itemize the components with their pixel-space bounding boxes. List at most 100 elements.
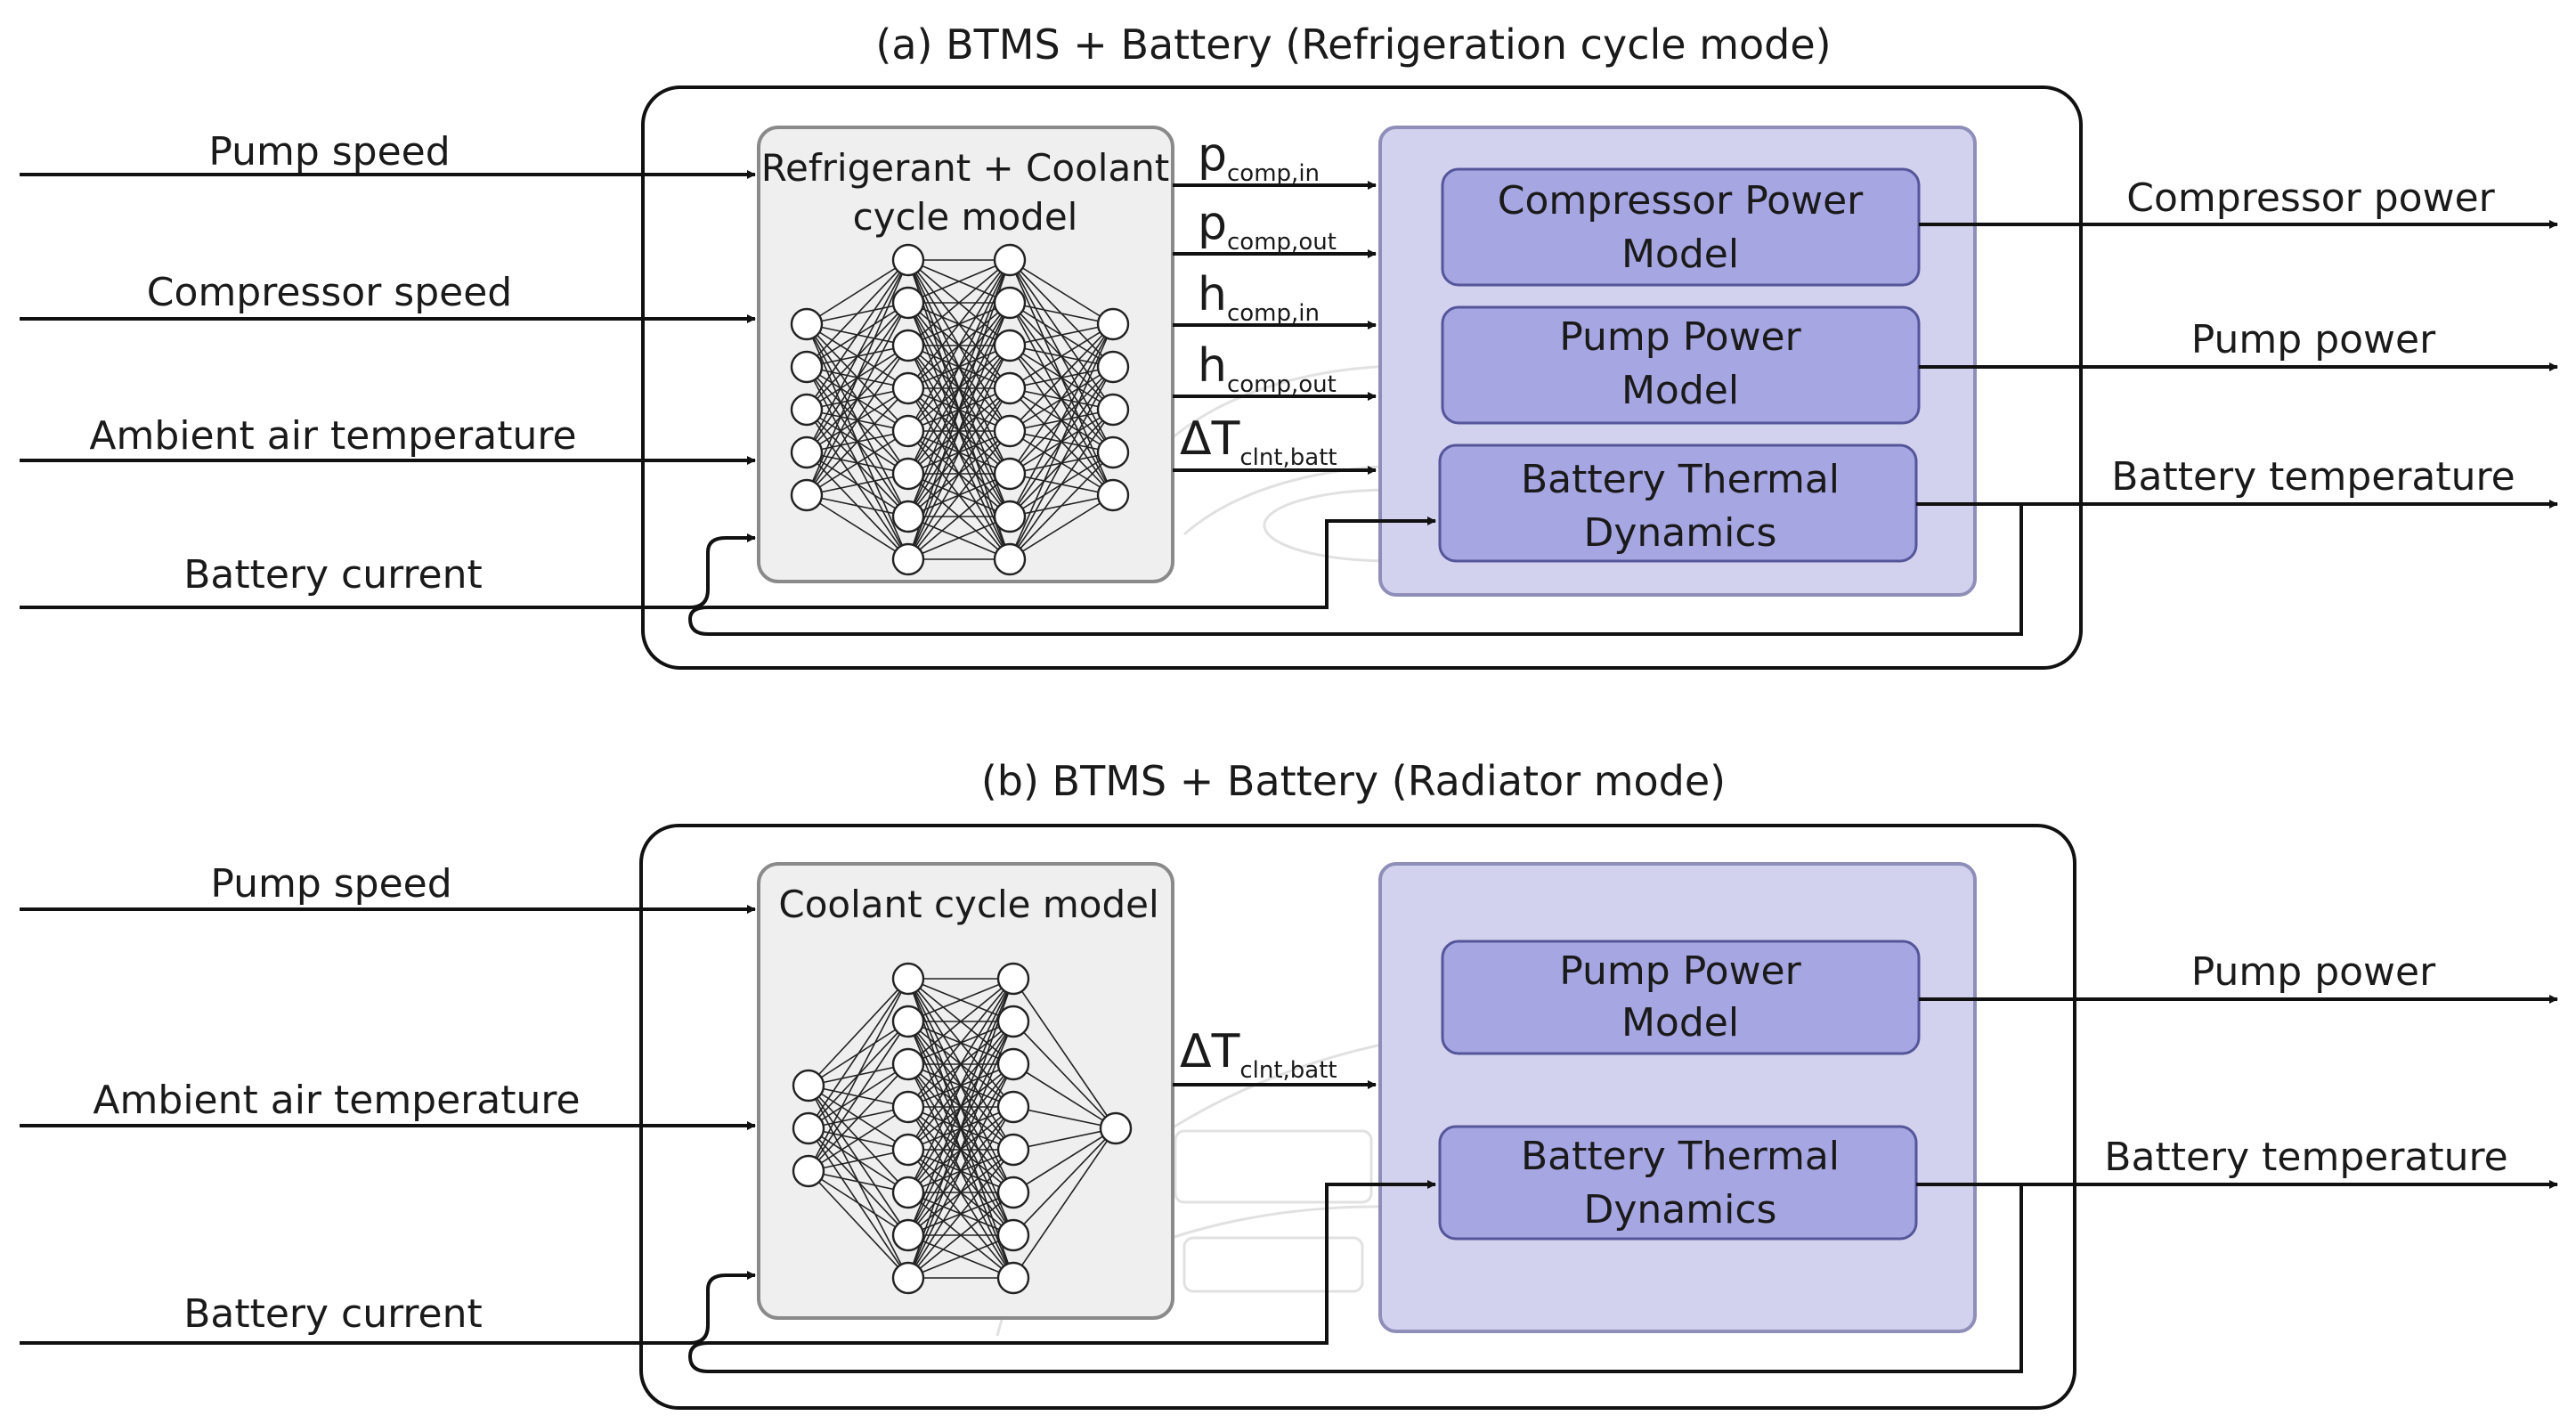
nn-connection [907, 978, 1014, 1236]
nn-node [891, 457, 925, 491]
compressor-power-model-line1: Compressor Power [1498, 178, 1864, 224]
pump-power-model-a-line1: Pump Power [1559, 314, 1801, 360]
nn-connection [1012, 1127, 1117, 1193]
nn-node [792, 1069, 825, 1103]
input-label-ambient-air-b: Ambient air temperature [93, 1078, 580, 1123]
nn-node [790, 350, 824, 384]
nn-connection [1012, 1127, 1117, 1151]
nn-node [1096, 478, 1130, 512]
panel-b-title: (b) BTMS + Battery (Radiator mode) [981, 757, 1726, 805]
nn-connection [907, 1063, 1014, 1279]
nn-connection [806, 494, 909, 560]
compressor-power-model-box [1441, 167, 1921, 287]
nn-connection [1009, 323, 1114, 346]
nn-node [891, 329, 925, 362]
nn-node [891, 962, 925, 996]
panel-a-nn-label-line2: cycle model [853, 195, 1078, 239]
feedback-loop-battery-temp-a [687, 504, 2023, 636]
nn-connection [907, 259, 1011, 389]
nn-connection [907, 516, 1011, 560]
nn-connection [1009, 323, 1114, 389]
battery-current-to-thermal-a [708, 517, 1436, 609]
nn-node [993, 542, 1027, 576]
nn-connection [907, 259, 1011, 517]
nn-connection [1012, 1127, 1117, 1279]
nn-node [993, 286, 1027, 320]
nn-node [891, 1005, 925, 1038]
nn-connection [806, 473, 909, 496]
nn-connection [808, 1106, 909, 1172]
nn-connection [808, 978, 909, 1086]
nn-node [993, 371, 1027, 405]
nn-connection [907, 259, 1011, 560]
nn-connection [907, 473, 1011, 560]
panel-b-model-region [1378, 862, 1977, 1333]
nn-connection [806, 430, 909, 496]
nn-connection [907, 345, 1011, 560]
nn-node [996, 1261, 1030, 1295]
nn-connection [907, 1021, 1014, 1279]
nn-connection [907, 387, 1011, 560]
input-line-battery-current-b [20, 1271, 756, 1345]
nn-node [996, 962, 1030, 996]
signal-p-comp-in: pcomp,in [1198, 128, 1320, 187]
nn-connection [806, 259, 909, 496]
battery-current-to-thermal-b [708, 1180, 1436, 1345]
panel-b: (b) BTMS + Battery (Radiator mode) Coola… [20, 757, 2558, 1410]
input-label-compressor-speed: Compressor speed [147, 270, 512, 315]
nn-connection [907, 978, 1014, 1022]
nn-connection [808, 1149, 909, 1172]
pump-power-model-a-line2: Model [1621, 368, 1739, 413]
nn-node [792, 1154, 825, 1188]
nn-connection [907, 430, 1011, 560]
feedback-loop-battery-temp-b [687, 1184, 2023, 1373]
panel-a-outer-box [641, 85, 2083, 670]
battery-thermal-dynamics-a-line1: Battery Thermal [1521, 457, 1840, 502]
output-label-pump-power-a: Pump power [2191, 317, 2436, 362]
signal-p-comp-out: pcomp,out [1198, 197, 1337, 256]
nn-connection [1012, 1106, 1117, 1129]
nn-connection [808, 1063, 909, 1172]
nn-node [790, 435, 824, 469]
nn-connection [907, 1149, 1014, 1279]
nn-connection [907, 259, 1011, 304]
nn-connection [907, 1234, 1014, 1279]
nn-connection [907, 259, 1011, 346]
nn-connection [806, 387, 909, 496]
battery-thermal-dynamics-b-line2: Dynamics [1584, 1187, 1777, 1233]
nn-node [891, 414, 925, 448]
nn-connection [907, 1106, 1014, 1279]
signal-h-comp-in: hcomp,in [1198, 268, 1320, 327]
nn-connection [806, 345, 909, 496]
nn-connection [806, 259, 909, 411]
nn-connection [907, 259, 1011, 432]
nn-node [996, 1005, 1030, 1038]
nn-connection [1009, 409, 1114, 560]
nn-connection [907, 259, 1011, 475]
compressor-power-model-line2: Model [1621, 232, 1739, 277]
input-label-pump-speed-b: Pump speed [210, 861, 451, 907]
panel-a-signal-arrows [1173, 181, 1377, 475]
output-label-battery-temp-a: Battery temperature [2111, 454, 2515, 500]
nn-connection [907, 978, 1014, 1279]
output-label-battery-temp-b: Battery temperature [2104, 1135, 2507, 1180]
nn-connection [907, 978, 1014, 1065]
nn-connection [1009, 323, 1114, 517]
input-line-battery-current-a [20, 533, 756, 609]
nn-node [993, 329, 1027, 362]
nn-connection [806, 302, 909, 496]
nn-connection [907, 1192, 1014, 1279]
nn-connection [1012, 978, 1117, 1129]
nn-connection [808, 978, 909, 1172]
nn-node [891, 542, 925, 576]
nn-node [1096, 435, 1130, 469]
nn-connection [907, 978, 1014, 1151]
battery-thermal-dynamics-a-line2: Dynamics [1584, 510, 1777, 556]
nn-connection [808, 1170, 909, 1193]
nn-node [993, 243, 1027, 277]
nn-connection [907, 978, 1014, 1193]
panel-a: (a) BTMS + Battery (Refrigeration cycle … [20, 20, 2558, 670]
nn-connection [808, 978, 909, 1129]
panel-b-outer-box [639, 824, 2076, 1410]
